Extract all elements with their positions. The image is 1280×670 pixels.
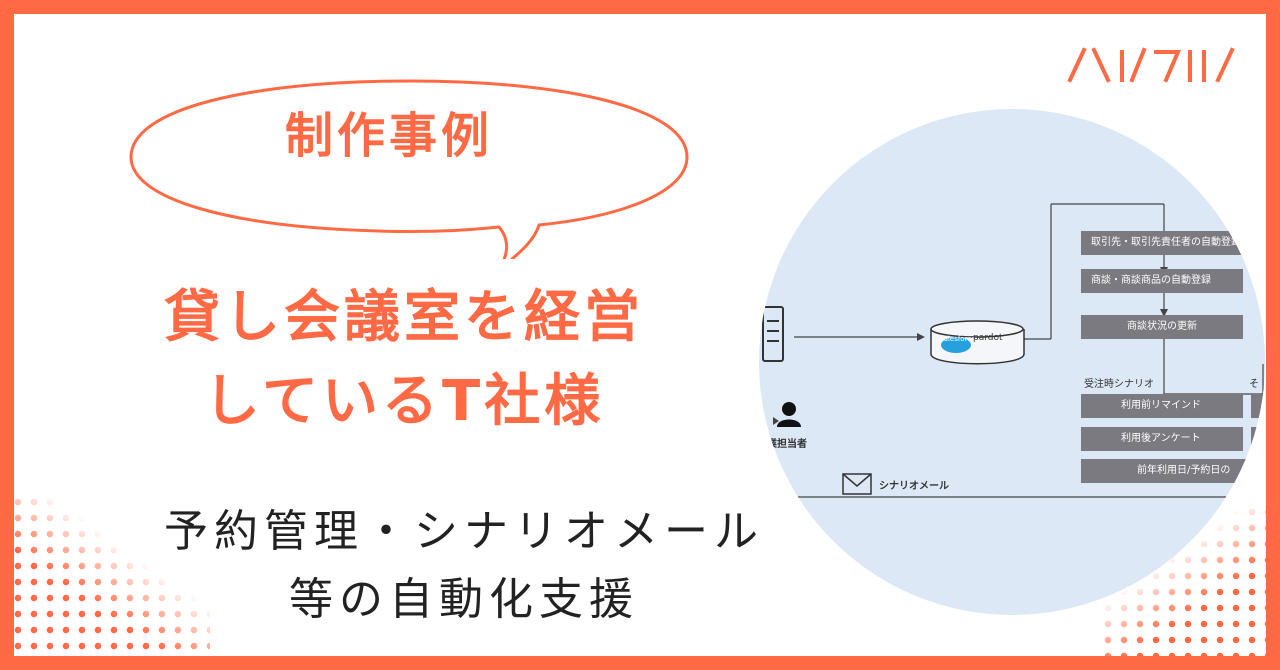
diagram-box-4: 利用前リマインド bbox=[1081, 394, 1243, 418]
speech-bubble bbox=[129, 79, 689, 259]
headline-line-1: 貸し会議室を経営 bbox=[164, 285, 644, 350]
company-logo bbox=[1067, 47, 1235, 83]
person-label: 業担当者 bbox=[767, 439, 807, 450]
diagram-box-2: 商談・商談商品の自動登録 bbox=[1081, 269, 1243, 293]
headline-line-2: しているT社様 bbox=[203, 369, 605, 434]
mail-icon bbox=[842, 473, 872, 495]
case-study-label: 制作事例 bbox=[284, 108, 493, 164]
diagram-box-3: 商談状況の更新 bbox=[1081, 315, 1243, 339]
database-icon bbox=[930, 320, 1025, 365]
diagram-box-5: 利用後アンケート bbox=[1081, 427, 1243, 451]
diagram-box-right-2 bbox=[1251, 427, 1265, 451]
diagram-box-right-1 bbox=[1251, 394, 1265, 418]
person-icon bbox=[777, 402, 801, 427]
workflow-diagram: salesforce pardot 取引先・取引先責任者の自動登録 商談・商談商… bbox=[759, 109, 1265, 615]
scenario-label-right: そ bbox=[1249, 379, 1259, 390]
subtitle-line-2: 等の自動化支援 bbox=[289, 574, 639, 625]
mail-label: シナリオメール bbox=[879, 481, 949, 492]
headline: 貸し会議室を経営 しているT社様 bbox=[84, 276, 724, 444]
diagram-box-1: 取引先・取引先責任者の自動登録 bbox=[1081, 231, 1265, 255]
subtitle: 予約管理・シナリオメール 等の自動化支援 bbox=[94, 498, 834, 634]
scenario-label: 受注時シナリオ bbox=[1084, 379, 1154, 390]
decorative-dots-left bbox=[14, 494, 210, 656]
subtitle-line-1: 予約管理・シナリオメール bbox=[164, 506, 764, 557]
diagram-box-6: 前年利用日/予約日の bbox=[1081, 459, 1265, 483]
server-icon bbox=[762, 306, 784, 362]
diagram-lines bbox=[759, 203, 1265, 498]
salesforce-logo-text: salesforce bbox=[940, 335, 976, 343]
banner: 制作事例 貸し会議室を経営 しているT社様 予約管理・シナリオメール 等の自動化… bbox=[14, 14, 1266, 656]
pardot-label: pardot bbox=[973, 333, 1003, 343]
